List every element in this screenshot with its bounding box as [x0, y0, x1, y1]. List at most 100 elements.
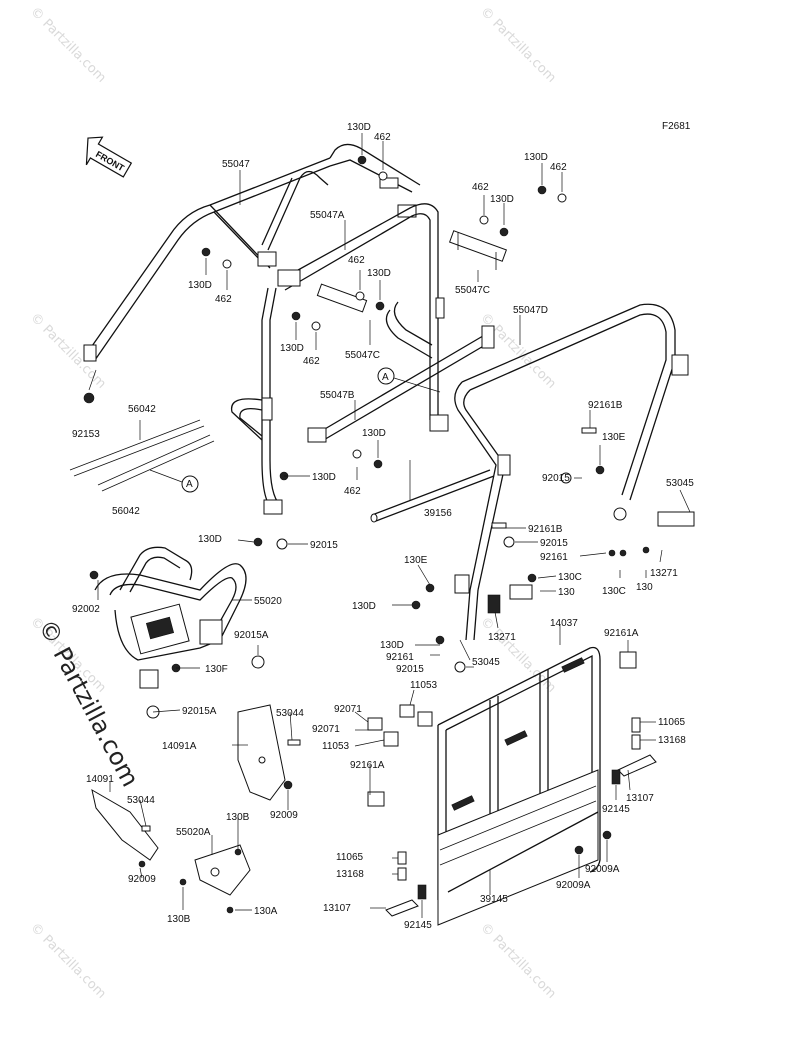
callout: 92161B — [588, 400, 623, 411]
callout: 11065 — [658, 717, 686, 728]
callout: 56042 — [112, 506, 140, 517]
callout: 462 — [344, 486, 361, 497]
callout: 130 — [558, 587, 575, 598]
callout: 13107 — [626, 793, 654, 804]
callout: 130D — [347, 122, 371, 133]
watermark: © Partzilla.com — [27, 920, 109, 1002]
callout: 92009 — [270, 810, 298, 821]
callout: 130D — [490, 194, 514, 205]
callout: 462 — [215, 294, 232, 305]
callout: 11065 — [336, 852, 364, 863]
bracket-55020a — [194, 844, 251, 896]
callout-ref-a: A — [186, 479, 193, 490]
callout: 92015 — [540, 538, 568, 549]
callout: 39156 — [424, 508, 452, 519]
callout: 14091A — [162, 741, 197, 752]
callout: 130B — [226, 812, 250, 823]
callout: 130D — [188, 280, 212, 291]
callout: 130 — [636, 582, 653, 593]
callout: 92161A — [350, 760, 385, 771]
callout: 11053 — [410, 680, 438, 691]
callout: 92015 — [396, 664, 424, 675]
callout: 53045 — [472, 657, 500, 668]
callout: 130E — [602, 432, 626, 443]
rops-front-frame — [83, 143, 421, 362]
callout: 92009 — [128, 874, 156, 885]
callout: 55047D — [513, 305, 548, 316]
callout: 92161B — [528, 524, 563, 535]
callout: 130D — [198, 534, 222, 545]
cross-brace — [307, 325, 495, 443]
callout: 55047B — [320, 390, 355, 401]
watermark: © Partzilla.com — [477, 614, 559, 696]
callout: 130C — [602, 586, 626, 597]
callout: 13271 — [488, 632, 516, 643]
bar-39156 — [370, 469, 495, 523]
callout-ref-a: A — [382, 372, 389, 383]
callout: 55047C — [455, 285, 490, 296]
callout: 92071 — [312, 724, 340, 735]
strip-56042 — [69, 419, 215, 492]
callout: 55047A — [310, 210, 345, 221]
callout: 92145 — [602, 804, 630, 815]
rops-center-frame — [230, 203, 449, 515]
callout: 130D — [312, 472, 336, 483]
bumper-55020 — [94, 546, 247, 689]
callout: 11053 — [322, 741, 350, 752]
callout: 92009A — [585, 864, 620, 875]
rod-39145 — [447, 811, 599, 893]
callout: 92161 — [540, 552, 568, 563]
callout: 92161 — [386, 652, 414, 663]
callout: 462 — [374, 132, 391, 143]
callout: 39145 — [480, 894, 508, 905]
hardware — [83, 155, 695, 917]
callout-labels: 55047 130D 462 130D 462 462 130D 55047A … — [72, 122, 694, 931]
watermark: © Partzilla.com — [477, 310, 559, 392]
callout: 462 — [472, 182, 489, 193]
callout: 13168 — [658, 735, 686, 746]
guard-14091a — [237, 704, 286, 801]
callout: 92015 — [310, 540, 338, 551]
callout: 462 — [303, 356, 320, 367]
callout: 92015A — [234, 630, 269, 641]
callout: 462 — [550, 162, 567, 173]
callout: 130E — [404, 555, 428, 566]
callout: 130D — [280, 343, 304, 354]
callout: 130A — [254, 906, 278, 917]
callout: 13168 — [336, 869, 364, 880]
callout: 53044 — [276, 708, 304, 719]
callout: 130D — [352, 601, 376, 612]
callout: 130D — [362, 428, 386, 439]
callout: 130D — [524, 152, 548, 163]
callout: 14037 — [550, 618, 578, 629]
rops-brackets — [316, 230, 508, 313]
callout: 462 — [348, 255, 365, 266]
callout: 92015A — [182, 706, 217, 717]
guard-14091 — [91, 788, 159, 861]
callout: 56042 — [128, 404, 156, 415]
watermark: © Partzilla.com — [27, 4, 109, 86]
callout: 130C — [558, 572, 582, 583]
callout: 13107 — [323, 903, 351, 914]
leader-lines — [88, 133, 691, 918]
callout: 92071 — [334, 704, 362, 715]
watermark-large: © Partzilla.com — [33, 615, 145, 792]
rear-screen-14037 — [437, 646, 601, 926]
callout: 130B — [167, 914, 191, 925]
figure-code: F2681 — [662, 121, 691, 132]
callout: 92161A — [604, 628, 639, 639]
callout: 55047 — [222, 159, 250, 170]
callout: 55020 — [254, 596, 282, 607]
callout: 130F — [205, 664, 228, 675]
callout: 92002 — [72, 604, 100, 615]
rops-rear-frame — [454, 303, 689, 641]
callout: 55047C — [345, 350, 380, 361]
callout: 92015 — [542, 473, 570, 484]
front-arrow: FRONT — [85, 136, 133, 178]
callout: 53045 — [666, 478, 694, 489]
callout: 130D — [380, 640, 404, 651]
callout: 53044 — [127, 795, 155, 806]
callout: 13271 — [650, 568, 678, 579]
callout: 92145 — [404, 920, 432, 931]
